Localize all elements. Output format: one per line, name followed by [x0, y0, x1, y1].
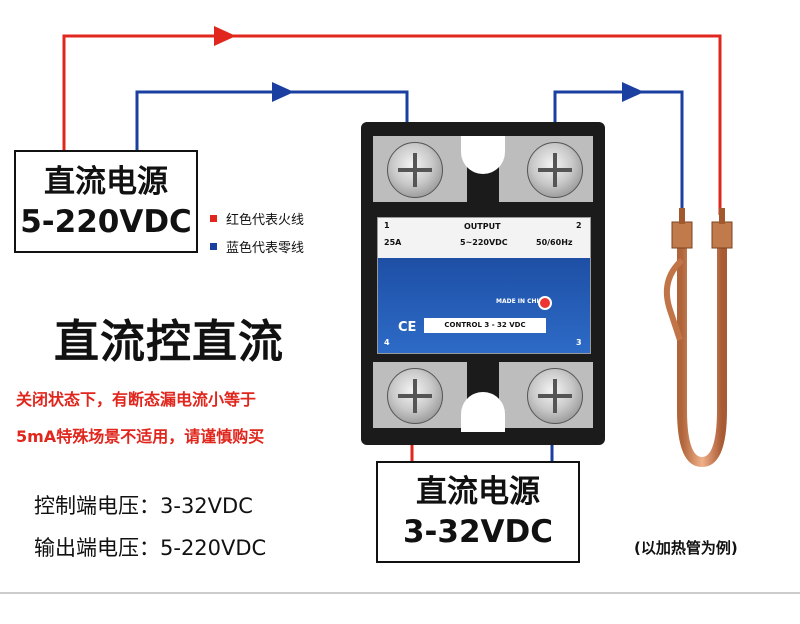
terminal-2-number: 2: [576, 221, 582, 230]
relay-bottom-notch: [461, 392, 505, 432]
dc-power-source-control: 直流电源 3-32VDC: [376, 461, 580, 563]
source-control-line2: 3-32VDC: [402, 514, 554, 550]
neutral-wire-arrow: [272, 82, 294, 102]
source-output-line2: 5-220VDC: [20, 203, 192, 240]
terminal-4-number: 4: [384, 338, 390, 347]
warning-line-1: 关闭状态下，有断态漏电流小等于: [16, 390, 257, 409]
legend-live: 红色代表火线: [210, 209, 304, 228]
terminal-1-screw: [387, 142, 443, 198]
relay-top-notch: [461, 136, 505, 174]
dc-power-source-output: 直流电源 5-220VDC: [14, 150, 198, 253]
heating-tube-loop: [677, 240, 727, 468]
neutral-wire-arrow-2: [622, 82, 644, 102]
main-title: 直流控直流: [54, 315, 285, 368]
output-label: OUTPUT: [464, 222, 501, 231]
made-in-china: MADE IN CHINA: [496, 298, 549, 305]
live-wire: [62, 34, 722, 215]
solid-state-relay: 1 2 OUTPUT 25A 5~220VDC 50/60Hz CE MADE …: [361, 122, 605, 445]
heater-terminal-right: [711, 221, 733, 249]
legend-blue-dot: [210, 243, 217, 250]
ce-mark: CE: [398, 320, 417, 335]
output-voltage-spec: 输出端电压：5-220VDC: [34, 536, 267, 560]
heater-pin-right: [719, 208, 725, 224]
frequency-rating: 50/60Hz: [536, 238, 573, 247]
legend-neutral: 蓝色代表零线: [210, 237, 304, 256]
control-voltage-spec: 控制端电压：3-32VDC: [34, 494, 253, 518]
status-led: [538, 296, 552, 310]
legend-live-label: 红色代表火线: [226, 213, 305, 228]
current-rating: 25A: [384, 238, 402, 247]
heating-tube-bend: [664, 257, 685, 341]
source-control-line1: 直流电源: [416, 474, 540, 510]
live-wire-arrow: [214, 26, 236, 46]
heater-terminal-left: [671, 221, 693, 249]
heater-pin-left: [679, 208, 685, 224]
terminal-3-number: 3: [576, 338, 582, 347]
relay-label: 1 2 OUTPUT 25A 5~220VDC 50/60Hz CE MADE …: [377, 217, 591, 354]
legend-neutral-label: 蓝色代表零线: [226, 241, 305, 256]
source-output-line1: 直流电源: [44, 163, 168, 200]
terminal-2-screw: [527, 142, 583, 198]
relay-label-blue-panel: CE MADE IN CHINA 4 3 CONTROL 3 - 32 VDC: [378, 258, 590, 353]
heater-example-note: (以加热管为例): [634, 539, 738, 557]
warning-line-2: 5mA特殊场景不适用，请谨慎购买: [16, 427, 265, 446]
terminal-1-number: 1: [384, 221, 390, 230]
control-label: CONTROL 3 - 32 VDC: [424, 318, 546, 333]
voltage-rating: 5~220VDC: [460, 238, 508, 247]
terminal-4-screw: [387, 368, 443, 424]
legend-red-dot: [210, 215, 217, 222]
heating-tube: [664, 208, 733, 468]
terminal-3-screw: [527, 368, 583, 424]
